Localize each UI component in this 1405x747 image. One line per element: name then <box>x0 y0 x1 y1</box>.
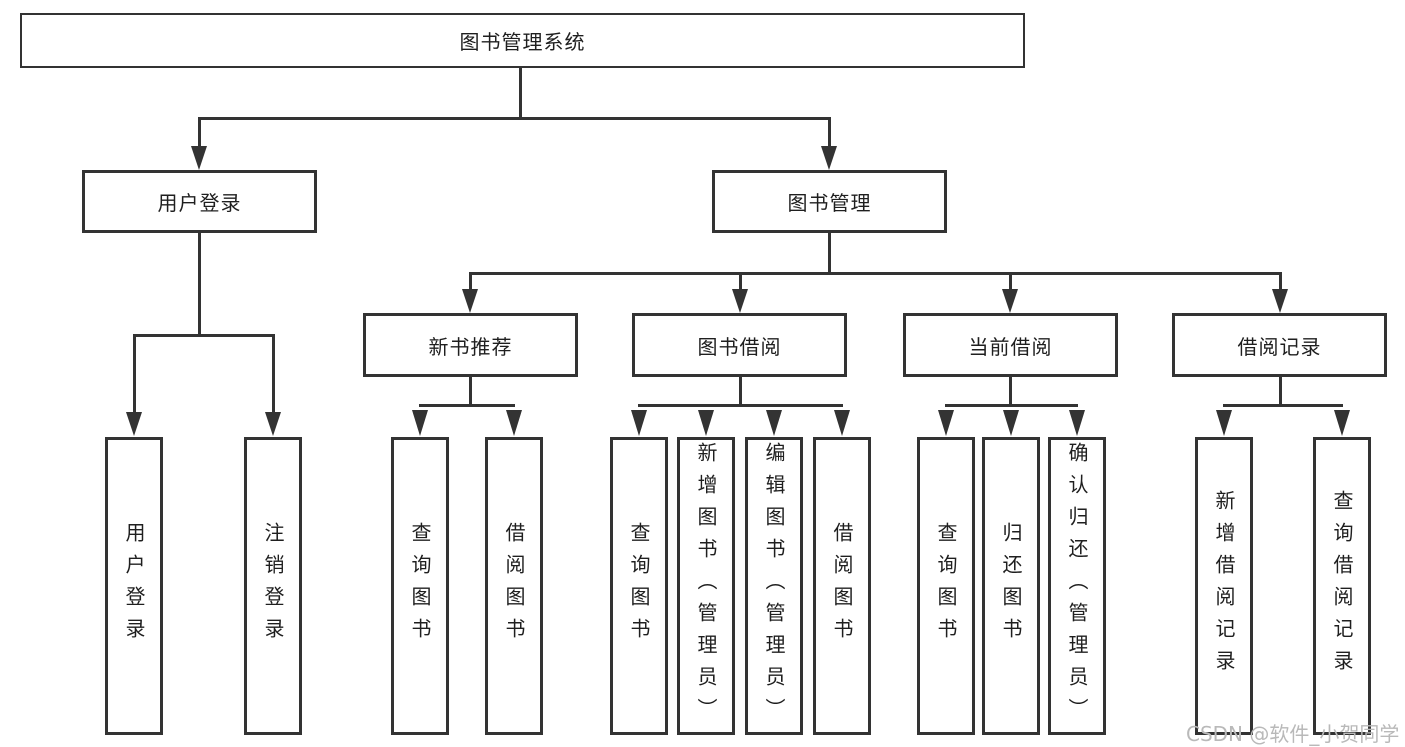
connector-line <box>198 117 831 120</box>
csdn-watermark: CSDN @软件_小贺同学 <box>1186 722 1400 746</box>
leaf-query-books-borrowing-label: 查询图书 <box>627 522 651 650</box>
connector-line <box>133 334 136 412</box>
leaf-edit-books-admin-label: 编辑图书（管理员） <box>762 442 786 730</box>
node-root: 图书管理系统 <box>20 13 1025 68</box>
leaf-borrow-books-label: 借阅图书 <box>830 522 854 650</box>
connector-line <box>1279 272 1282 292</box>
leaf-return-books-label: 归还图书 <box>999 522 1023 650</box>
connector-line <box>1223 404 1343 407</box>
leaf-query-books-recommend: 查询图书 <box>391 437 449 735</box>
connector-line <box>198 118 201 150</box>
node-book-management-label: 图书管理 <box>787 191 872 215</box>
leaf-return-books: 归还图书 <box>982 437 1040 735</box>
arrow-down-icon <box>265 412 281 436</box>
connector-line <box>198 233 201 336</box>
leaf-query-books-current: 查询图书 <box>917 437 975 735</box>
connector-line <box>828 118 831 150</box>
connector-line <box>1279 377 1282 406</box>
node-current-borrowing-label: 当前借阅 <box>968 334 1053 359</box>
leaf-query-books-borrowing: 查询图书 <box>610 437 668 735</box>
arrow-down-icon <box>126 412 142 436</box>
arrow-down-icon <box>191 146 207 170</box>
arrow-down-icon <box>506 410 522 436</box>
leaf-add-borrow-record: 新增借阅记录 <box>1195 437 1253 735</box>
connector-line <box>638 404 843 407</box>
arrow-down-icon <box>698 410 714 436</box>
node-user-login: 用户登录 <box>82 170 317 233</box>
node-new-book-recommendation-label: 新书推荐 <box>428 334 513 359</box>
leaf-query-books-recommend-label: 查询图书 <box>408 522 432 650</box>
connector-line <box>272 334 275 412</box>
node-book-borrowing-label: 图书借阅 <box>697 334 782 359</box>
connector-line <box>469 272 472 292</box>
leaf-add-borrow-record-label: 新增借阅记录 <box>1212 490 1236 682</box>
arrow-down-icon <box>821 146 837 170</box>
connector-line <box>945 404 1078 407</box>
node-borrowing-records: 借阅记录 <box>1172 313 1387 377</box>
leaf-query-borrow-record: 查询借阅记录 <box>1313 437 1371 735</box>
arrow-down-icon <box>766 410 782 436</box>
arrow-down-icon <box>732 289 748 313</box>
arrow-down-icon <box>834 410 850 436</box>
leaf-borrow-books-recommend: 借阅图书 <box>485 437 543 735</box>
node-book-management: 图书管理 <box>712 170 947 233</box>
leaf-borrow-books-recommend-label: 借阅图书 <box>502 522 526 650</box>
arrow-down-icon <box>1334 410 1350 436</box>
connector-line <box>828 233 831 274</box>
connector-line <box>419 404 515 407</box>
arrow-down-icon <box>1216 410 1232 436</box>
leaf-edit-books-admin: 编辑图书（管理员） <box>745 437 803 735</box>
node-root-label: 图书管理系统 <box>459 30 586 54</box>
leaf-confirm-return-admin-label: 确认归还（管理员） <box>1065 442 1089 730</box>
connector-line <box>469 272 1282 275</box>
arrow-down-icon <box>1069 410 1085 436</box>
connector-line <box>133 334 274 337</box>
node-book-borrowing: 图书借阅 <box>632 313 847 377</box>
leaf-borrow-books: 借阅图书 <box>813 437 871 735</box>
node-new-book-recommendation: 新书推荐 <box>363 313 578 377</box>
node-borrowing-records-label: 借阅记录 <box>1237 334 1322 359</box>
arrow-down-icon <box>938 410 954 436</box>
leaf-logout-label: 注销登录 <box>261 522 285 650</box>
connector-line <box>1009 272 1012 292</box>
arrow-down-icon <box>1002 289 1018 313</box>
connector-line <box>1009 377 1012 406</box>
leaf-query-books-current-label: 查询图书 <box>934 522 958 650</box>
leaf-add-books-admin-label: 新增图书（管理员） <box>694 442 718 730</box>
connector-line <box>739 377 742 406</box>
arrow-down-icon <box>1272 289 1288 313</box>
connector-line <box>739 272 742 292</box>
arrow-down-icon <box>412 410 428 436</box>
leaf-user-login-label: 用户登录 <box>122 522 146 650</box>
leaf-add-books-admin: 新增图书（管理员） <box>677 437 735 735</box>
arrow-down-icon <box>1003 410 1019 436</box>
connector-line <box>519 67 522 119</box>
connector-line <box>469 377 472 406</box>
arrow-down-icon <box>631 410 647 436</box>
leaf-query-borrow-record-label: 查询借阅记录 <box>1330 490 1354 682</box>
leaf-confirm-return-admin: 确认归还（管理员） <box>1048 437 1106 735</box>
node-user-login-label: 用户登录 <box>157 191 242 215</box>
node-current-borrowing: 当前借阅 <box>903 313 1118 377</box>
leaf-user-login: 用户登录 <box>105 437 163 735</box>
leaf-logout: 注销登录 <box>244 437 302 735</box>
arrow-down-icon <box>462 289 478 313</box>
